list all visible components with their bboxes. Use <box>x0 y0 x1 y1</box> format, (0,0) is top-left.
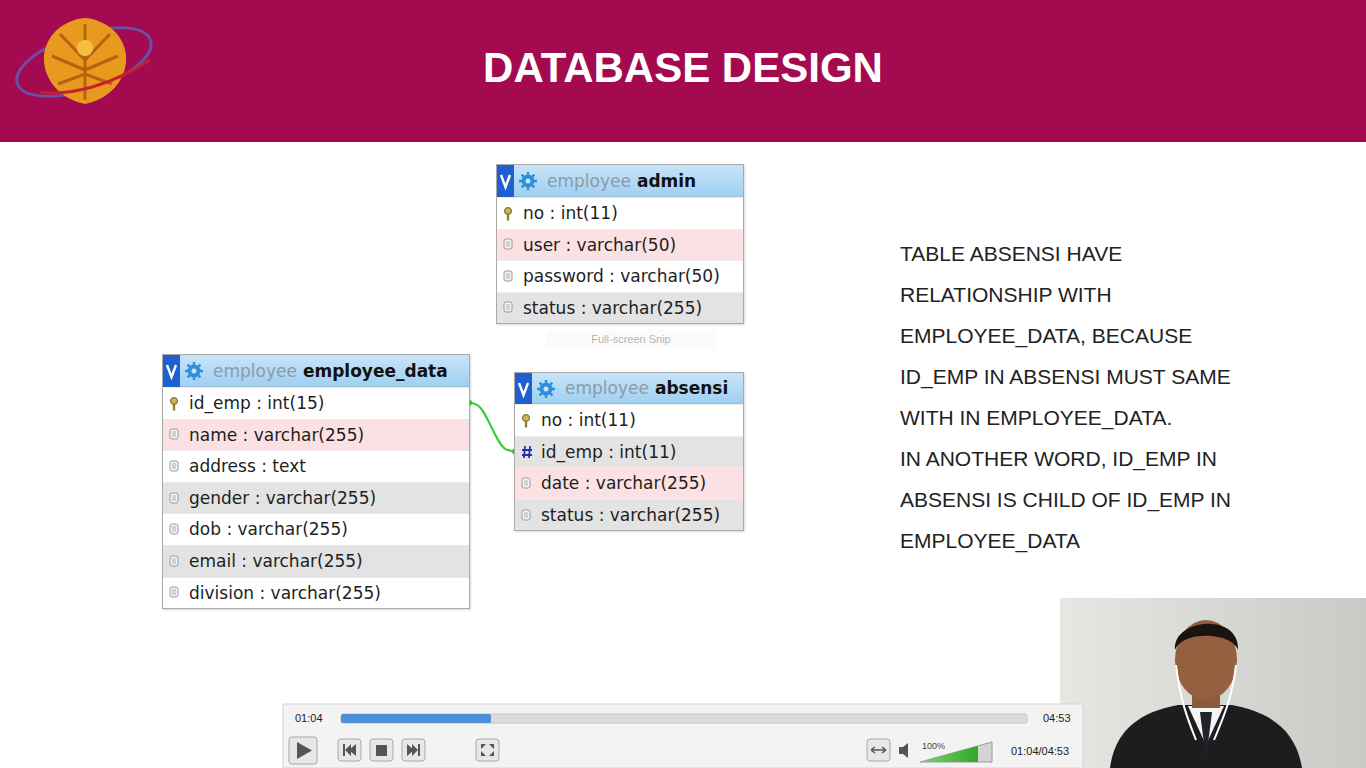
explanation-text: IN ANOTHER WORD, ID_EMP IN ABSENSI IS CH… <box>900 438 1272 561</box>
database-name: employee <box>213 361 297 381</box>
column-row: dob : varchar(255) <box>163 513 469 545</box>
column-row: password : varchar(50) <box>497 260 743 292</box>
column-text: password : varchar(50) <box>523 266 720 286</box>
column-row: id_emp : int(11) <box>515 436 743 468</box>
time-readout: 01:04/04:53 <box>1011 744 1069 758</box>
relation-line <box>469 403 515 452</box>
column-text: user : varchar(50) <box>523 235 676 255</box>
table-box: employee absensi no : int(11) id_emp : int(… <box>514 372 744 531</box>
column-row: date : varchar(255) <box>515 467 743 499</box>
column-text: id_emp : int(11) <box>541 442 676 462</box>
table-box: employee admin no : int(11) user : varchar(… <box>496 164 744 324</box>
column-text: email : varchar(255) <box>189 551 363 571</box>
tooltip-text: Full-screen Snip <box>546 330 716 348</box>
slide-title: DATABASE DESIGN <box>0 44 1366 92</box>
column-row: name : varchar(255) <box>163 419 469 451</box>
database-name: employee <box>565 378 649 398</box>
total-time: 04:53 <box>1043 711 1071 725</box>
database-name: employee <box>547 171 631 191</box>
table-header: employee admin <box>497 165 743 197</box>
table-name: employee_data <box>303 361 448 381</box>
table-box: employee employee_data id_emp : int(15) nam… <box>162 354 470 609</box>
column-text: address : text <box>189 456 306 476</box>
video-player-bar <box>283 704 1083 768</box>
column-text: status : varchar(255) <box>523 298 702 318</box>
column-text: no : int(11) <box>523 203 618 223</box>
column-text: dob : varchar(255) <box>189 519 348 539</box>
column-row: status : varchar(255) <box>497 292 743 324</box>
column-row: address : text <box>163 450 469 482</box>
column-text: name : varchar(255) <box>189 425 364 445</box>
column-text: division : varchar(255) <box>189 583 381 603</box>
column-row: gender : varchar(255) <box>163 482 469 514</box>
volume-level: 100% <box>922 741 945 752</box>
logo <box>9 14 159 111</box>
column-row: no : int(11) <box>497 197 743 229</box>
column-text: date : varchar(255) <box>541 473 706 493</box>
column-row: email : varchar(255) <box>163 545 469 577</box>
column-row: user : varchar(50) <box>497 229 743 261</box>
webcam-feed <box>1060 598 1366 768</box>
table-header: employee absensi <box>515 373 743 404</box>
column-text: status : varchar(255) <box>541 505 720 525</box>
column-row: status : varchar(255) <box>515 499 743 531</box>
column-text: no : int(11) <box>541 410 636 430</box>
column-row: no : int(11) <box>515 404 743 436</box>
elapsed-time: 01:04 <box>295 711 323 725</box>
column-text: id_emp : int(15) <box>189 393 324 413</box>
column-row: id_emp : int(15) <box>163 387 469 419</box>
table-name: absensi <box>655 378 728 398</box>
column-text: gender : varchar(255) <box>189 488 376 508</box>
explanation-text: TABLE ABSENSI HAVE RELATIONSHIP WITH EMP… <box>900 233 1272 438</box>
column-row: division : varchar(255) <box>163 577 469 609</box>
header-band <box>0 0 1366 142</box>
table-header: employee employee_data <box>163 355 469 387</box>
table-name: admin <box>637 171 696 191</box>
